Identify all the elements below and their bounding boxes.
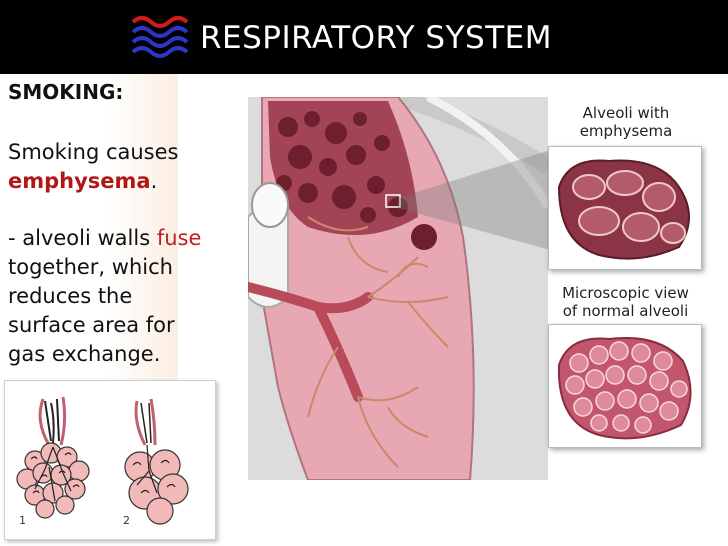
body-line: surface area for bbox=[8, 311, 248, 340]
sketch-label-1: 1 bbox=[19, 514, 26, 527]
caption-line-1: Alveoli with bbox=[582, 104, 670, 122]
body-text-line: surface area for bbox=[8, 313, 175, 337]
caption-line-1: Microscopic view bbox=[562, 284, 689, 302]
zoom-wedge bbox=[398, 150, 550, 250]
body-text-line: Smoking causes bbox=[8, 140, 179, 164]
punctuation: . bbox=[150, 169, 158, 193]
body-line: emphysema. bbox=[8, 167, 248, 196]
emphysema-caption: Alveoli with emphysema bbox=[556, 104, 696, 140]
body-line: - alveoli walls fuse bbox=[8, 224, 248, 253]
body-text-line: - alveoli walls bbox=[8, 226, 151, 250]
alveoli-sketch-drawing: 1 2 bbox=[16, 396, 189, 527]
sketch-label-2: 2 bbox=[123, 514, 130, 527]
lung-cross-section bbox=[243, 89, 553, 481]
section-heading: SMOKING: bbox=[8, 80, 124, 104]
text-panel-background bbox=[0, 74, 178, 384]
normal-alveoli-image bbox=[557, 336, 692, 440]
body-text: Smoking causes emphysema. - alveoli wall… bbox=[8, 138, 248, 369]
body-text-line: together, which bbox=[8, 255, 173, 279]
alveoli-sketch: 1 2 bbox=[4, 380, 216, 540]
emphysema-alveoli-image bbox=[557, 159, 690, 260]
body-text-line: gas exchange. bbox=[8, 342, 161, 366]
normal-caption: Microscopic view of normal alveoli bbox=[548, 284, 703, 320]
emphysema-micro-view bbox=[548, 146, 702, 270]
caption-line-2: of normal alveoli bbox=[562, 302, 689, 320]
emphysema-term: emphysema bbox=[8, 169, 151, 193]
body-line: reduces the bbox=[8, 282, 248, 311]
normal-micro-view bbox=[548, 324, 702, 448]
body-line: Smoking causes bbox=[8, 138, 248, 167]
header-bar: RESPIRATORY SYSTEM bbox=[0, 0, 728, 74]
caption-line-2: emphysema bbox=[579, 122, 673, 140]
body-text-line: reduces the bbox=[8, 284, 133, 308]
body-line: gas exchange. bbox=[8, 340, 248, 369]
page-title: RESPIRATORY SYSTEM bbox=[200, 20, 552, 56]
wave-logo-icon bbox=[131, 16, 189, 58]
body-line: together, which bbox=[8, 253, 248, 282]
fuse-term: fuse bbox=[156, 226, 202, 250]
lung-illustration bbox=[243, 89, 553, 481]
